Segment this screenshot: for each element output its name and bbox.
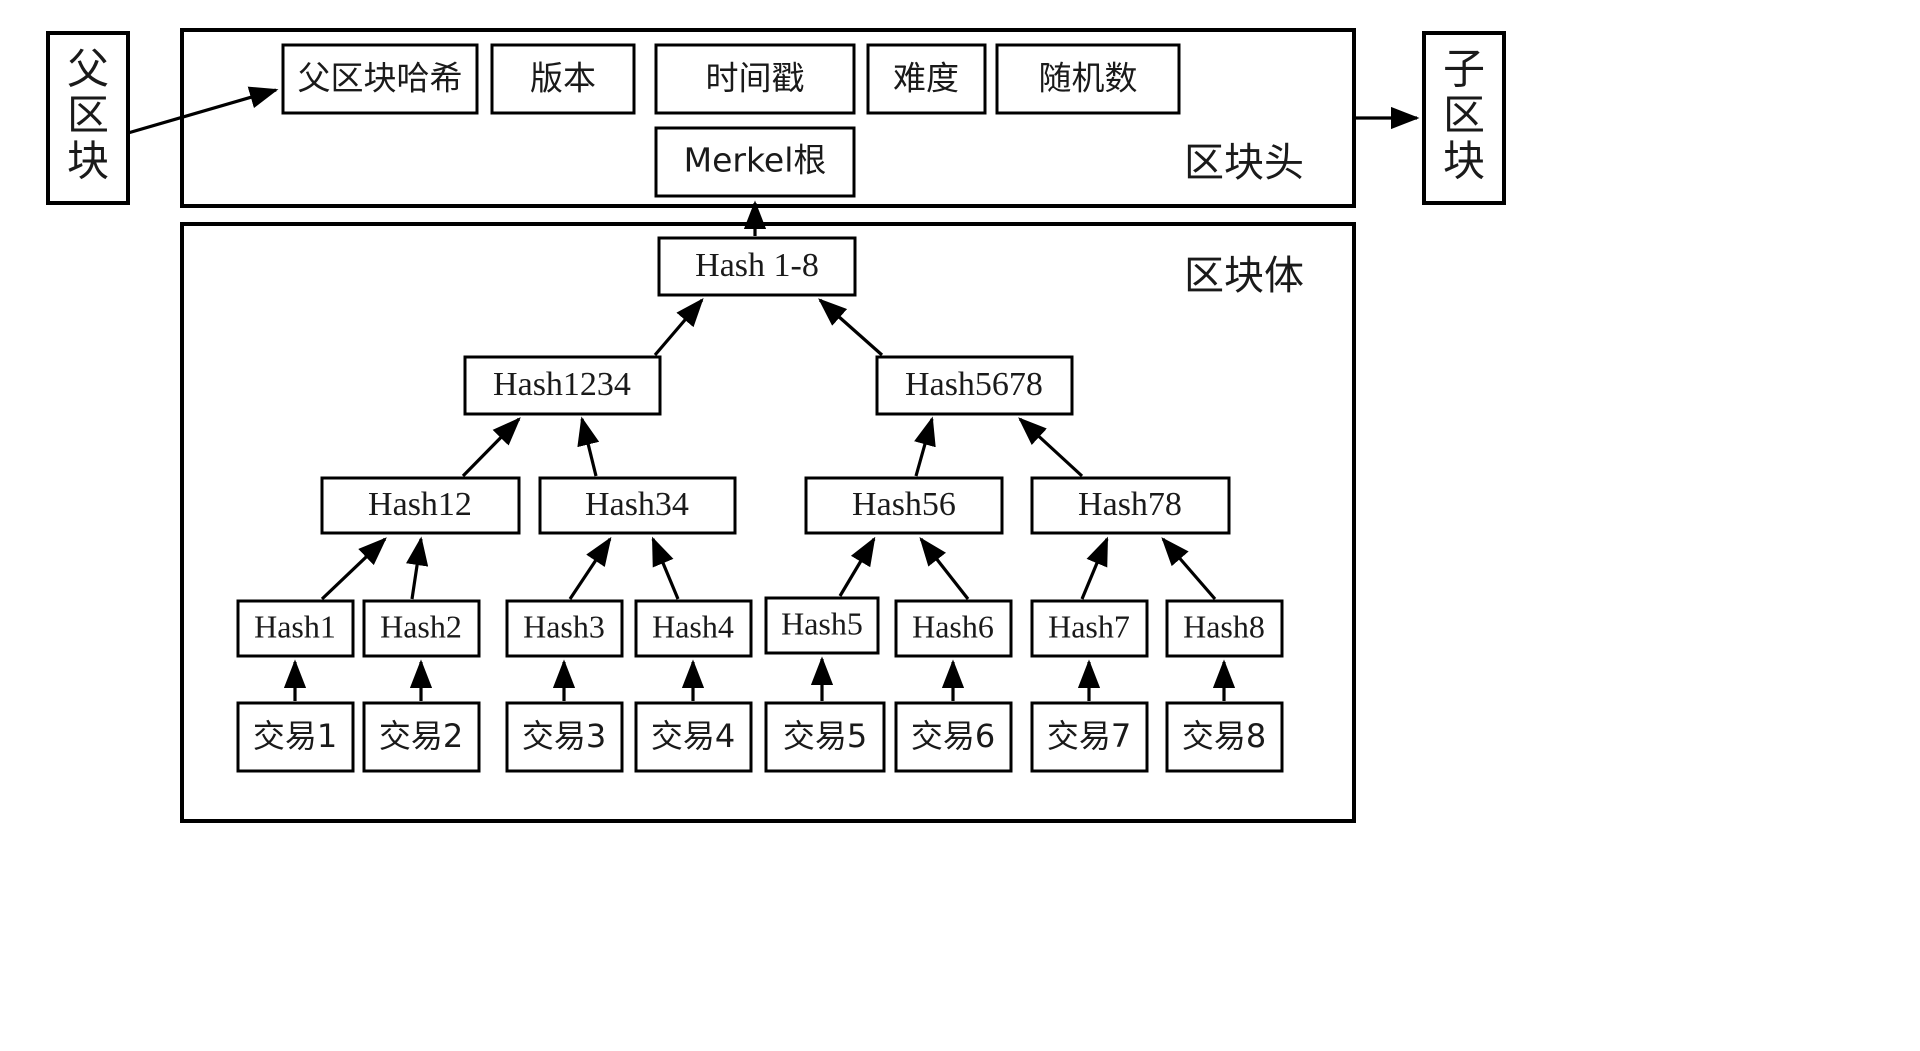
hash5-label: Hash5 bbox=[781, 605, 863, 641]
hash34-label: Hash34 bbox=[585, 486, 689, 523]
hash1-label: Hash1 bbox=[254, 608, 336, 644]
edge-hash5-to-hash56 bbox=[838, 536, 876, 597]
hash5-node[interactable]: Hash5 bbox=[764, 596, 880, 655]
edge-hash7-to-hash78 bbox=[1080, 536, 1109, 600]
hash8-label: Hash8 bbox=[1183, 608, 1265, 644]
header-field-difficulty-label: 难度 bbox=[893, 59, 959, 98]
tx6-node[interactable]: 交易6 bbox=[894, 701, 1013, 773]
tx8-node[interactable]: 交易8 bbox=[1165, 701, 1284, 773]
block-header-region-label: 区块头 bbox=[1184, 140, 1304, 186]
tx4-label: 交易4 bbox=[651, 717, 735, 755]
edge-hash2-to-hash12 bbox=[406, 536, 429, 600]
header-field-nonce[interactable]: 随机数 bbox=[995, 43, 1181, 115]
parent-block-node[interactable]: 父 区 块 bbox=[46, 31, 130, 205]
child-block-char-0: 子 bbox=[1443, 45, 1485, 94]
block-body-container bbox=[180, 222, 1356, 823]
tx1-node[interactable]: 交易1 bbox=[236, 701, 355, 773]
block-body-region-label: 区块体 bbox=[1184, 253, 1304, 299]
tx2-node[interactable]: 交易2 bbox=[362, 701, 481, 773]
edge-hash8-to-hash78 bbox=[1161, 537, 1217, 601]
hash78-node[interactable]: Hash78 bbox=[1030, 476, 1231, 535]
header-field-version-label: 版本 bbox=[530, 59, 596, 98]
edge-hash34-to-hash1234 bbox=[577, 416, 600, 477]
header-field-nonce-label: 随机数 bbox=[1039, 59, 1138, 98]
edge-hash6-to-hash56 bbox=[919, 536, 970, 600]
hash1-node[interactable]: Hash1 bbox=[236, 599, 355, 658]
edge-hash56-to-hash5678 bbox=[914, 416, 936, 477]
edge-parent-to-prev-hash bbox=[127, 86, 279, 135]
edge-hash12-to-hash1234 bbox=[461, 417, 521, 478]
hash12-node[interactable]: Hash12 bbox=[320, 476, 521, 535]
hash2-label: Hash2 bbox=[380, 608, 462, 644]
edge-hash78-to-hash5678 bbox=[1018, 417, 1084, 478]
edge-hash3-to-hash34 bbox=[568, 536, 612, 600]
hash6-node[interactable]: Hash6 bbox=[894, 599, 1013, 658]
tx7-label: 交易7 bbox=[1047, 717, 1131, 755]
hash1234-label: Hash1234 bbox=[493, 366, 631, 403]
hash3-node[interactable]: Hash3 bbox=[505, 599, 624, 658]
hash5678-label: Hash5678 bbox=[905, 366, 1043, 403]
tx7-node[interactable]: 交易7 bbox=[1030, 701, 1149, 773]
tx8-label: 交易8 bbox=[1182, 717, 1266, 755]
hash-1-8-label: Hash 1-8 bbox=[695, 247, 819, 284]
hash7-label: Hash7 bbox=[1048, 608, 1130, 644]
tx3-label: 交易3 bbox=[522, 717, 606, 755]
merkel-root-label: Merkel根 bbox=[684, 141, 827, 180]
child-block-char-1: 区 bbox=[1443, 91, 1485, 140]
merkel-root-node[interactable]: Merkel根 bbox=[654, 126, 856, 198]
hash6-label: Hash6 bbox=[912, 608, 994, 644]
header-field-timestamp-label: 时间戳 bbox=[706, 59, 805, 98]
edge-hash1234-to-hash18 bbox=[653, 298, 704, 357]
edge-hash5678-to-hash18 bbox=[818, 298, 884, 357]
header-field-prev-hash-label: 父区块哈希 bbox=[298, 59, 463, 98]
hash-1-8-node[interactable]: Hash 1-8 bbox=[657, 236, 857, 297]
hash56-label: Hash56 bbox=[852, 486, 956, 523]
tx1-label: 交易1 bbox=[253, 717, 337, 755]
parent-block-char-1: 区 bbox=[67, 91, 109, 140]
edge-hash1-to-hash12 bbox=[320, 537, 387, 601]
header-field-prev-hash[interactable]: 父区块哈希 bbox=[281, 43, 479, 115]
edge-hash4-to-hash34 bbox=[651, 536, 680, 600]
header-field-timestamp[interactable]: 时间戳 bbox=[654, 43, 856, 115]
parent-block-char-0: 父 bbox=[67, 45, 109, 94]
hash7-node[interactable]: Hash7 bbox=[1030, 599, 1149, 658]
header-field-difficulty[interactable]: 难度 bbox=[866, 43, 987, 115]
hash12-label: Hash12 bbox=[368, 486, 472, 523]
child-block-node[interactable]: 子 区 块 bbox=[1422, 31, 1506, 205]
hash56-node[interactable]: Hash56 bbox=[804, 476, 1004, 535]
tx6-label: 交易6 bbox=[911, 717, 995, 755]
hash8-node[interactable]: Hash8 bbox=[1165, 599, 1284, 658]
hash4-node[interactable]: Hash4 bbox=[634, 599, 753, 658]
child-block-char-2: 块 bbox=[1443, 137, 1485, 186]
tx5-node[interactable]: 交易5 bbox=[764, 701, 886, 773]
parent-block-char-2: 块 bbox=[67, 137, 109, 186]
hash1234-node[interactable]: Hash1234 bbox=[463, 355, 662, 416]
tx2-label: 交易2 bbox=[379, 717, 463, 755]
hash78-label: Hash78 bbox=[1078, 486, 1182, 523]
tx3-node[interactable]: 交易3 bbox=[505, 701, 624, 773]
hash4-label: Hash4 bbox=[652, 608, 734, 644]
tx4-node[interactable]: 交易4 bbox=[634, 701, 753, 773]
hash5678-node[interactable]: Hash5678 bbox=[875, 355, 1074, 416]
hash34-node[interactable]: Hash34 bbox=[538, 476, 737, 535]
tx5-label: 交易5 bbox=[783, 717, 867, 755]
hash2-node[interactable]: Hash2 bbox=[362, 599, 481, 658]
header-field-version[interactable]: 版本 bbox=[490, 43, 636, 115]
hash3-label: Hash3 bbox=[523, 608, 605, 644]
